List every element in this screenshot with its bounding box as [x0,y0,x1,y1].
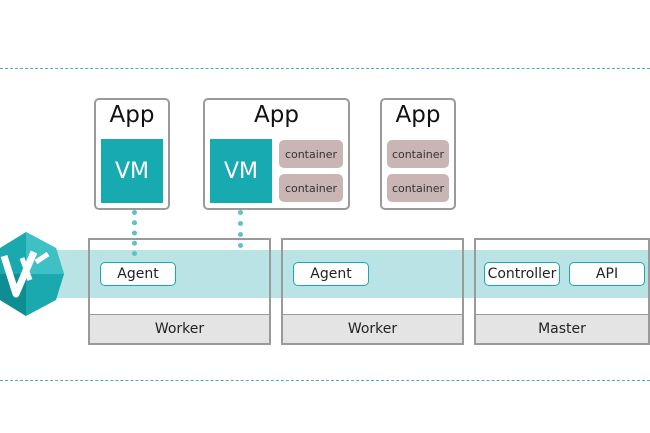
app-box-2: App VM container container [203,98,350,210]
app-title: App [254,102,299,128]
app-title: App [109,102,155,128]
controller-component: Controller [484,262,560,286]
container-chip: container [387,140,449,168]
node-footer-label: Master [476,314,648,343]
container-chip: container [279,174,343,202]
vm-agent-link [132,210,137,256]
container-chip: container [387,174,449,202]
node-footer-label: Worker [283,314,462,343]
agent-component: Agent [100,262,176,286]
container-chip: container [279,140,343,168]
agent-component: Agent [293,262,369,286]
worker-node-1: Worker [88,238,271,345]
top-dashed-separator [0,68,650,69]
api-component: API [569,262,645,286]
vm-block: VM [101,139,163,203]
node-footer-label: Worker [90,314,269,343]
app-title: App [395,102,441,128]
app-box-1: App VM [94,98,170,210]
bottom-dashed-separator [0,380,650,381]
app-box-3: App container container [380,98,456,210]
v-hexagon-logo-icon [0,232,64,316]
vm-agent-link [238,210,243,248]
master-node: Master [474,238,650,345]
vm-block: VM [210,139,272,203]
worker-node-2: Worker [281,238,464,345]
